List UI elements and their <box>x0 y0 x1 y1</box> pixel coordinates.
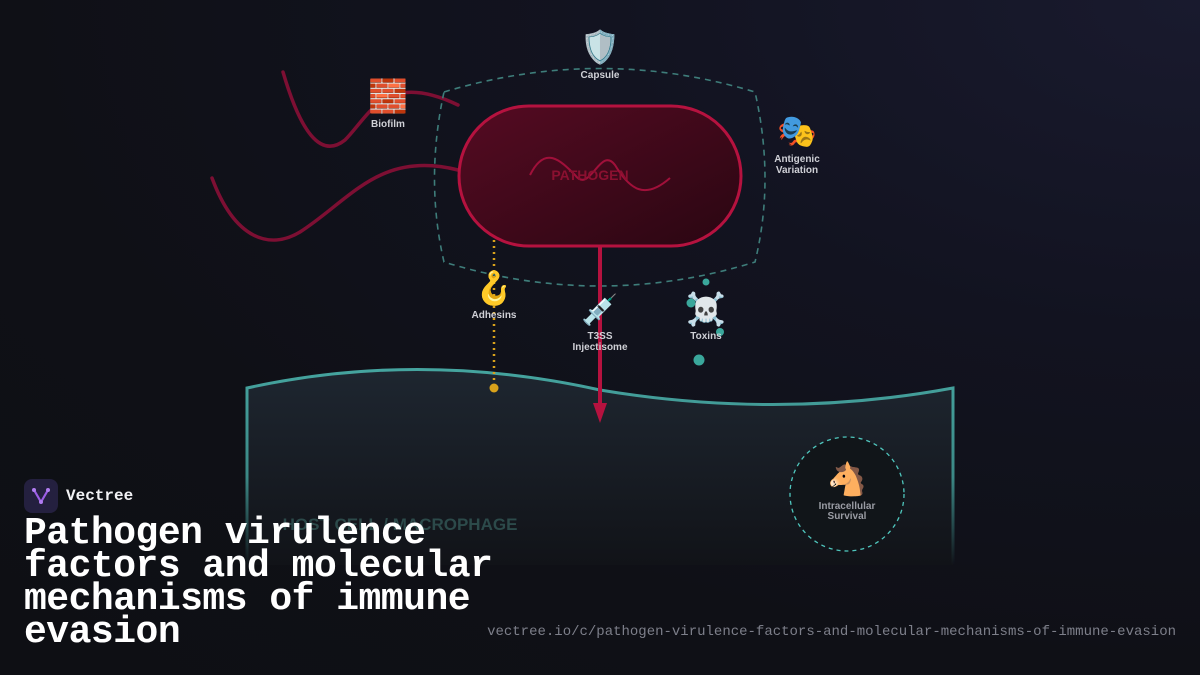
syringe-icon: 💉 <box>581 292 618 328</box>
survival-label-line1: Intracellular <box>819 501 876 512</box>
biofilm-label: Biofilm <box>371 119 405 130</box>
adhesins-label: Adhesins <box>471 310 516 321</box>
t3ss-needle-arrow <box>593 246 607 423</box>
survival-label-line2: Survival <box>828 511 867 522</box>
shield-icon: 🛡️ <box>580 28 620 66</box>
factor-antigenic-variation: 🎭 Antigenic Variation <box>774 112 820 176</box>
page-title: Pathogen virulence factors and molecular… <box>24 512 493 654</box>
vectree-logo-icon <box>24 479 58 513</box>
toxins-label: Toxins <box>690 331 722 342</box>
adhesin-tether <box>489 240 499 393</box>
capsule-label: Capsule <box>581 70 620 81</box>
brick-icon: 🧱 <box>368 77 408 115</box>
capsule-boundary <box>433 67 766 287</box>
masks-icon: 🎭 <box>777 112 817 150</box>
pathogen-dna <box>529 156 671 191</box>
factor-intracellular-survival: 🐴 Intracellular Survival <box>819 460 876 522</box>
t3ss-label-line1: T3SS <box>587 331 612 342</box>
factor-biofilm: 🧱 Biofilm <box>368 77 408 130</box>
flagella <box>210 70 460 242</box>
antigenic-label-line2: Variation <box>776 165 818 176</box>
source-url: vectree.io/c/pathogen-virulence-factors-… <box>487 624 1176 640</box>
factor-adhesins: 🪝 Adhesins <box>471 269 516 321</box>
brand: Vectree <box>24 479 133 513</box>
trojan-horse-icon: 🐴 <box>827 460 867 498</box>
phagosome-boundary <box>789 436 905 552</box>
pathogen-cell: PATHOGEN <box>457 104 743 248</box>
brand-name: Vectree <box>66 487 134 505</box>
factor-capsule: 🛡️ Capsule <box>580 28 620 81</box>
t3ss-label-line2: Injectisome <box>572 342 627 353</box>
skull-crossbones-icon: ☠️ <box>686 290 726 328</box>
antigenic-label-line1: Antigenic <box>774 154 820 165</box>
host-cell-label: HOST CELL / MACROPHAGE <box>283 515 518 534</box>
factor-toxins: ☠️ Toxins <box>686 290 726 342</box>
hook-icon: 🪝 <box>474 269 514 307</box>
factor-t3ss: 💉 T3SS Injectisome <box>572 292 627 353</box>
pathogen-label: PATHOGEN <box>551 167 628 183</box>
toxin-particles <box>686 278 724 366</box>
